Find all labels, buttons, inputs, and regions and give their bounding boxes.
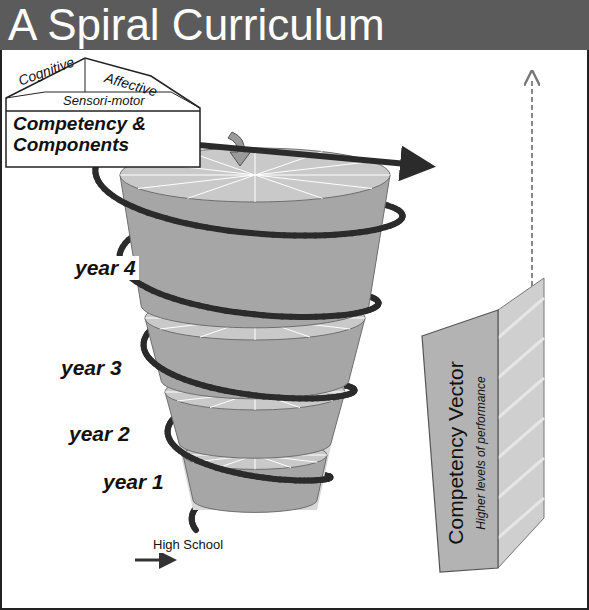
year-label: year 2 xyxy=(66,422,133,446)
competency-wedge: Competency Vector Higher levels of perfor… xyxy=(420,288,545,573)
vector-note: Higher levels of performance xyxy=(475,376,488,529)
title: A Spiral Curriculum xyxy=(8,2,385,48)
component-part: Sensori-motor xyxy=(63,94,145,108)
component-heading: Competency & Components xyxy=(13,114,178,156)
year-label: year 4 xyxy=(72,256,139,280)
year-label: year 1 xyxy=(100,470,167,494)
year-label: year 3 xyxy=(58,356,125,380)
component-pentagon: CognitiveAffectiveSensori-motorCompetenc… xyxy=(5,56,201,168)
vector-heading: Competency Vector xyxy=(444,361,467,544)
start-label: High School xyxy=(150,538,226,553)
